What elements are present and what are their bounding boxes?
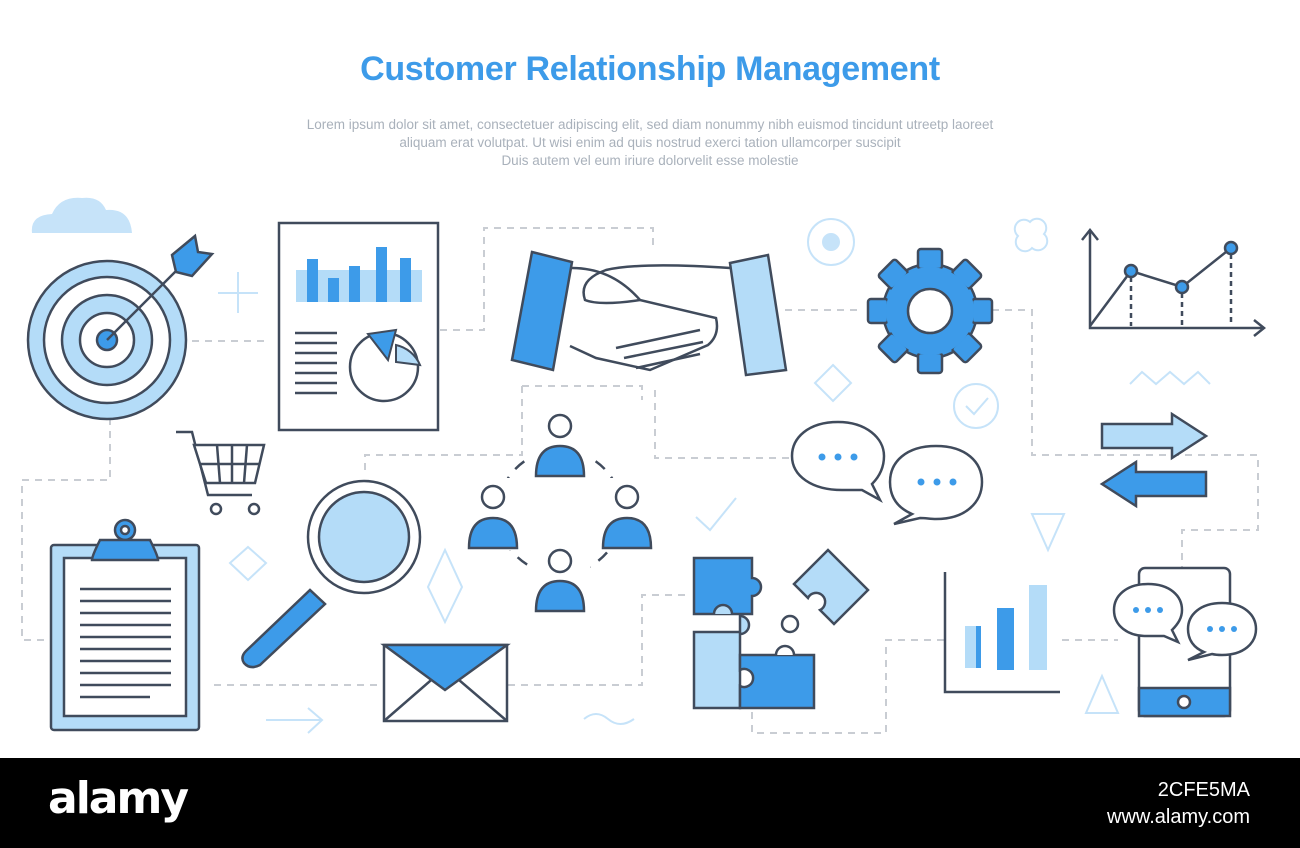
shopping-cart-icon [176, 430, 266, 516]
site-url[interactable]: www.alamy.com [1107, 806, 1250, 828]
image-id: 2CFE5MA [1157, 779, 1250, 801]
image-credit: 2CFE5MA www.alamy.com [1107, 777, 1250, 831]
footer-bar [0, 758, 1300, 848]
connector-lines [21, 227, 1259, 734]
report-icon [277, 221, 440, 432]
target-icon [26, 233, 215, 421]
exchange-arrows-icon [1099, 411, 1209, 509]
puzzle-icon [692, 548, 870, 710]
mobile-chat-icon [1112, 566, 1258, 718]
clipboard-icon [49, 518, 201, 732]
lead-line: aliquam erat volutpat. Ut wisi enim ad q… [399, 135, 901, 150]
decorations [218, 217, 1211, 734]
gear-icon [866, 247, 994, 375]
team-network-icon [467, 410, 654, 615]
watermark-logo: alamy [48, 773, 189, 824]
bar-chart-icon [943, 572, 1060, 694]
cloud-icon [31, 197, 132, 233]
crm-illustration [21, 197, 1267, 734]
lead-line: Lorem ipsum dolor sit amet, consectetuer… [306, 117, 994, 132]
line-chart-icon [1081, 227, 1267, 337]
magnifier-icon [241, 479, 422, 669]
chat-icon [790, 420, 984, 526]
page-title: Customer Relationship Management [360, 50, 940, 88]
lead-line: Duis autem vel eum iriure dolorvelit ess… [501, 153, 799, 168]
lead-paragraph: Lorem ipsum dolor sit amet, consectetuer… [0, 116, 1300, 170]
envelope-icon [380, 643, 511, 723]
handshake-icon [510, 250, 788, 377]
